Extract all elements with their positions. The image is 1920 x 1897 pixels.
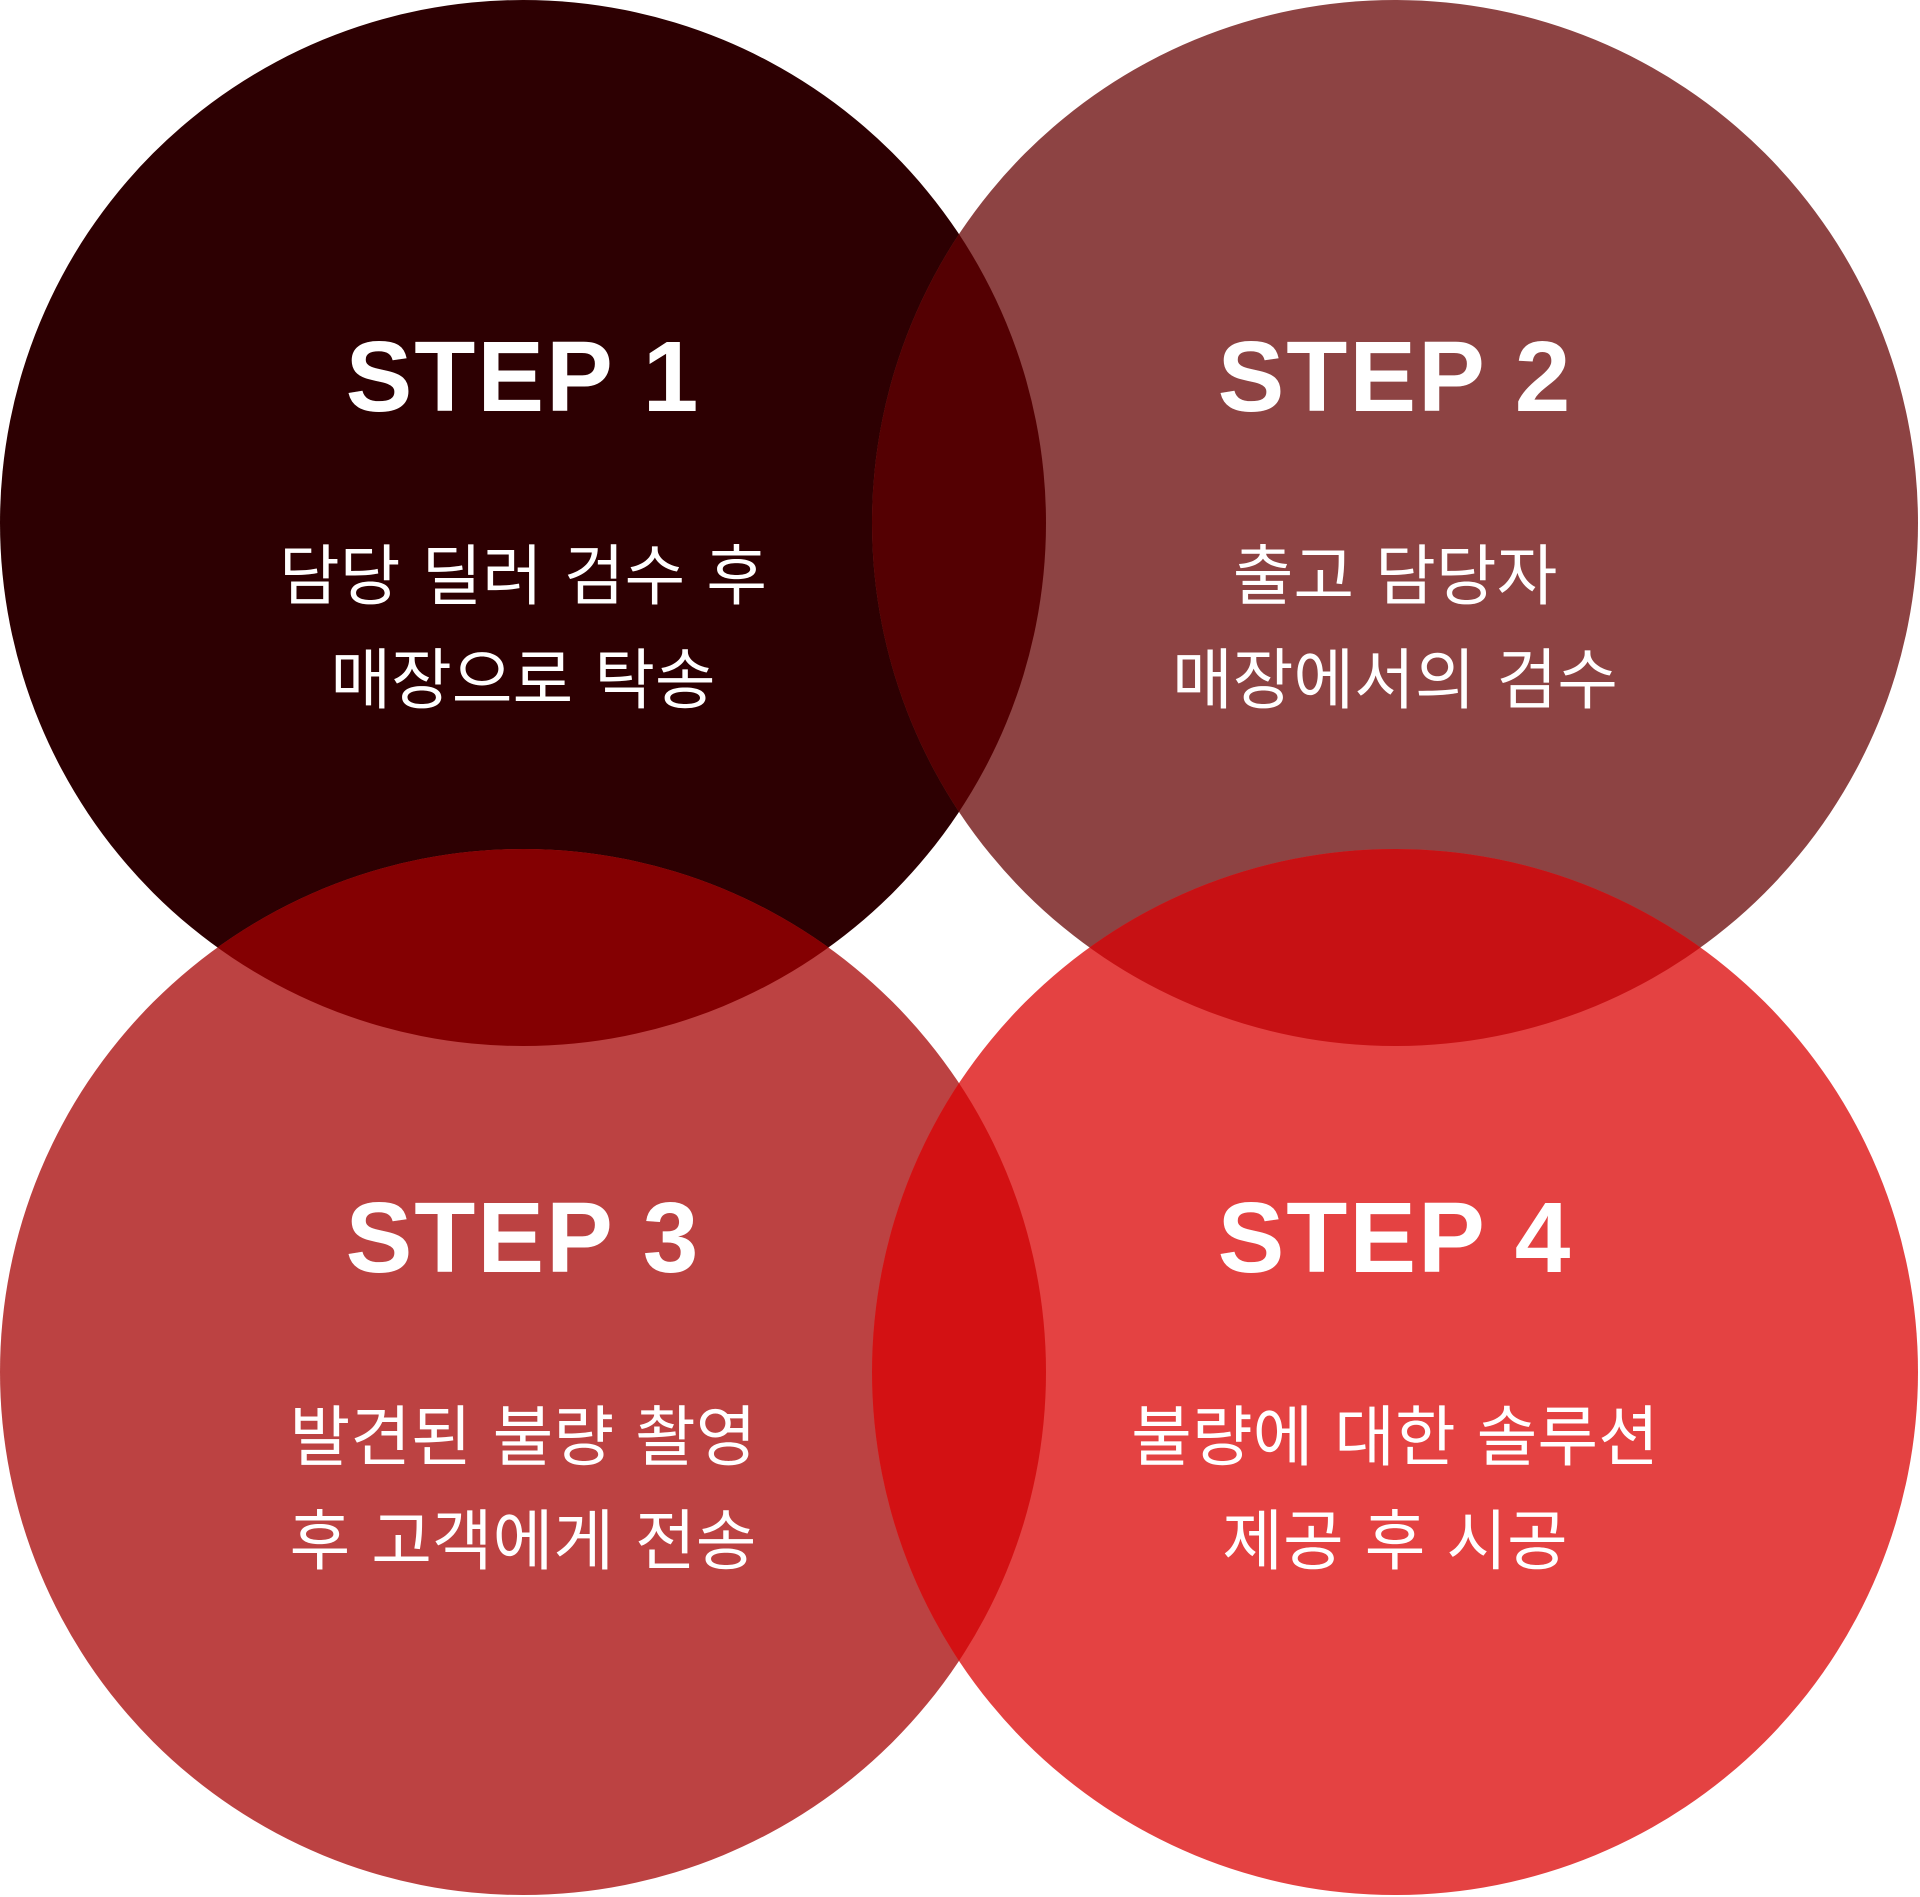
step2-description-line2: 매장에서의 검수 xyxy=(1171,642,1619,719)
step1-description-line2: 매장으로 탁송 xyxy=(330,642,716,719)
step3-description-line2: 후 고객에게 전송 xyxy=(289,1503,757,1580)
step1-description: 담당 딜러 검수 후 매장으로 탁송 xyxy=(143,525,903,733)
step1-description-line1: 담당 딜러 검수 후 xyxy=(279,538,767,615)
step1-label-group: STEP 1 담당 딜러 검수 후 매장으로 탁송 xyxy=(143,327,903,733)
step2-circle xyxy=(872,0,1918,1046)
step3-circle xyxy=(0,849,1046,1895)
step4-title: STEP 4 xyxy=(1217,1182,1573,1294)
step2-label-group: STEP 2 출고 담당자 매장에서의 검수 xyxy=(1015,327,1775,733)
step4-description-line1: 불량에 대한 솔루션 xyxy=(1131,1399,1659,1476)
step4-description-line2: 제공 후 시공 xyxy=(1222,1503,1568,1580)
step1-circle xyxy=(0,0,1046,1046)
step3-title: STEP 3 xyxy=(345,1182,701,1294)
step1-title: STEP 1 xyxy=(345,321,701,433)
step3-label-group: STEP 3 발견된 불량 촬영 후 고객에게 전송 xyxy=(143,1188,903,1594)
step2-description: 출고 담당자 매장에서의 검수 xyxy=(1015,525,1775,733)
step3-description: 발견된 불량 촬영 후 고객에게 전송 xyxy=(143,1386,903,1594)
step2-title: STEP 2 xyxy=(1217,321,1573,433)
step3-description-line1: 발견된 불량 촬영 xyxy=(289,1399,757,1476)
step4-circle xyxy=(872,849,1918,1895)
step2-description-line1: 출고 담당자 xyxy=(1232,538,1558,615)
step4-description: 불량에 대한 솔루션 제공 후 시공 xyxy=(1015,1386,1775,1594)
step4-label-group: STEP 4 불량에 대한 솔루션 제공 후 시공 xyxy=(1015,1188,1775,1594)
